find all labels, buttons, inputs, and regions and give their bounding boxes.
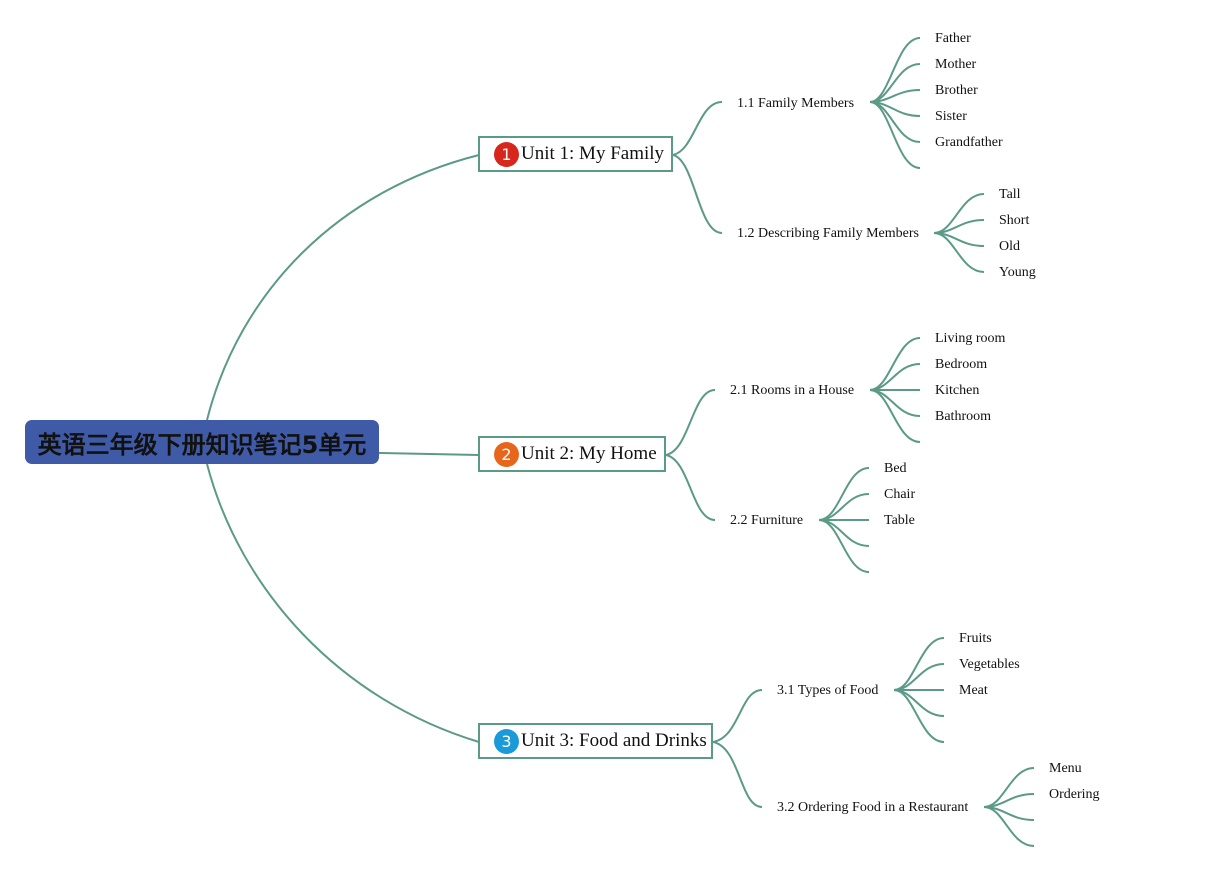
connector-unit1-sub2 (672, 154, 723, 234)
leaf-chair[interactable]: Chair (884, 487, 916, 502)
connector-unit2-sub1 (665, 389, 716, 456)
unit-3-node[interactable]: 3 Unit 3: Food and Drinks (478, 723, 713, 759)
leaf-vegetables[interactable]: Vegetables (959, 657, 1020, 672)
number-2-icon: 2 (494, 441, 519, 467)
unit-3-title: Unit 3: Food and Drinks (521, 730, 707, 751)
connector-unit3-sub1 (712, 689, 763, 743)
leaf-ordering[interactable]: Ordering (1049, 787, 1100, 802)
topic-1-2[interactable]: 1.2 Describing Family Members (737, 226, 919, 241)
leaf-table[interactable]: Table (884, 513, 915, 528)
topic-3-1[interactable]: 3.1 Types of Food (777, 683, 879, 698)
leaf-tall[interactable]: Tall (999, 187, 1021, 202)
leaf-living-room[interactable]: Living room (935, 331, 1006, 346)
leaf-sister[interactable]: Sister (935, 109, 967, 124)
topic-3-2[interactable]: 3.2 Ordering Food in a Restaurant (777, 800, 969, 815)
leaf-mother[interactable]: Mother (935, 57, 977, 72)
topic-2-1[interactable]: 2.1 Rooms in a House (730, 383, 855, 398)
topic-2-2[interactable]: 2.2 Furniture (730, 513, 804, 528)
unit-1-title: Unit 1: My Family (521, 143, 665, 164)
leaf-bathroom[interactable]: Bathroom (935, 409, 991, 424)
connector-root-unit2 (378, 452, 480, 456)
connector-unit1-sub1 (672, 101, 723, 156)
leaf-father[interactable]: Father (935, 31, 971, 46)
leaf-meat[interactable]: Meat (959, 683, 988, 698)
connector-root-unit3 (206, 463, 480, 743)
topic-1-1[interactable]: 1.1 Family Members (737, 96, 855, 111)
leaf-old[interactable]: Old (999, 239, 1020, 254)
unit-1-node[interactable]: 1 Unit 1: My Family (478, 136, 673, 172)
leaf-young[interactable]: Young (999, 265, 1036, 280)
root-topic[interactable]: 英语三年级下册知识笔记5单元 (25, 420, 379, 464)
leaf-grandfather[interactable]: Grandfather (935, 135, 1003, 150)
connector-root-unit1 (206, 154, 480, 421)
leaf-kitchen[interactable]: Kitchen (935, 383, 980, 398)
leaf-fruits[interactable]: Fruits (959, 631, 992, 646)
unit-2-title: Unit 2: My Home (521, 443, 657, 464)
number-1-icon: 1 (494, 141, 519, 167)
leaf-menu[interactable]: Menu (1049, 761, 1082, 776)
unit-2-node[interactable]: 2 Unit 2: My Home (478, 436, 666, 472)
connector-unit2-sub2 (665, 454, 716, 521)
leaf-short[interactable]: Short (999, 213, 1030, 228)
leaf-brother[interactable]: Brother (935, 83, 978, 98)
number-3-icon: 3 (494, 728, 519, 754)
connector-unit3-sub2 (712, 741, 763, 808)
root-title: 英语三年级下册知识笔记5单元 (37, 430, 367, 459)
leaf-bed[interactable]: Bed (884, 461, 907, 476)
leaf-bedroom[interactable]: Bedroom (935, 357, 988, 372)
